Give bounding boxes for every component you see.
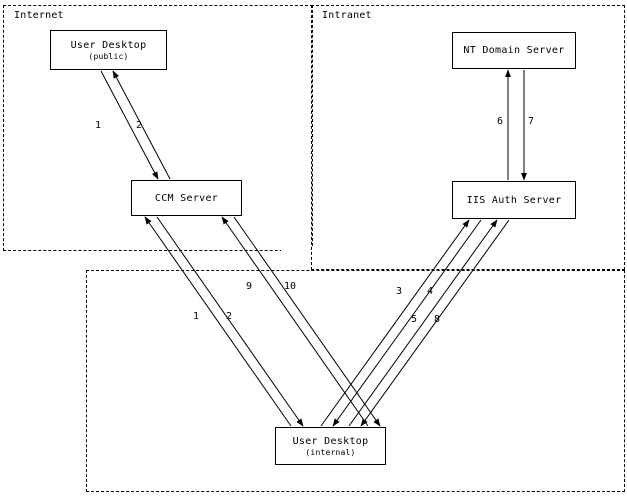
wire-internal-to-iis-3 (320, 219, 470, 427)
step-label-ccm-10: 10 (284, 281, 297, 292)
wire-iis-to-internal-8 (360, 219, 510, 427)
node-title: CCM Server (154, 192, 219, 204)
wire-ccm-to-internal-2 (156, 216, 304, 427)
node-ccm-server[interactable]: CCM Server (131, 180, 242, 216)
step-label-nt-7: 7 (528, 116, 535, 127)
node-title: User Desktop (70, 39, 147, 51)
node-title: User Desktop (292, 435, 369, 447)
zone-internet-label: Internet (14, 10, 64, 21)
node-subtitle: (internal) (305, 447, 356, 457)
step-label-iis-8: 8 (434, 314, 441, 325)
step-label-public-2: 2 (136, 120, 143, 131)
zone-internet-notch-mask (283, 248, 314, 254)
step-label-ccm-9: 9 (246, 281, 253, 292)
zone-internet-notch-mask-2 (281, 246, 284, 253)
node-title: IIS Auth Server (466, 194, 562, 206)
step-label-nt-6: 6 (497, 116, 504, 127)
step-label-public-1: 1 (95, 120, 102, 131)
node-title: NT Domain Server (463, 45, 565, 56)
step-label-iis-5: 5 (411, 314, 418, 325)
wire-internal-to-iis-5 (348, 219, 498, 427)
zone-internet (3, 5, 313, 251)
node-nt-domain-server[interactable]: NT Domain Server (452, 32, 576, 69)
step-label-internal-2: 2 (226, 311, 233, 322)
zone-internal-network (86, 270, 625, 492)
step-label-internal-1: 1 (193, 311, 200, 322)
wire-internal-to-ccm-9 (221, 216, 369, 427)
zone-intranet-label: Intranet (322, 10, 372, 21)
node-user-desktop-internal[interactable]: User Desktop (internal) (275, 427, 386, 465)
zone-intranet (311, 5, 625, 270)
step-label-iis-3: 3 (396, 286, 403, 297)
node-user-desktop-public[interactable]: User Desktop (public) (50, 30, 167, 70)
wire-public-to-ccm-1 (100, 70, 159, 180)
wire-ccm-to-internal-10 (233, 216, 381, 427)
step-label-iis-4: 4 (427, 286, 434, 297)
wire-iis-to-internal-4 (332, 219, 482, 427)
node-iis-auth-server[interactable]: IIS Auth Server (452, 181, 576, 219)
node-subtitle: (public) (88, 51, 129, 61)
wire-internal-to-ccm-1 (144, 216, 292, 427)
wire-ccm-to-public-2 (112, 70, 171, 180)
